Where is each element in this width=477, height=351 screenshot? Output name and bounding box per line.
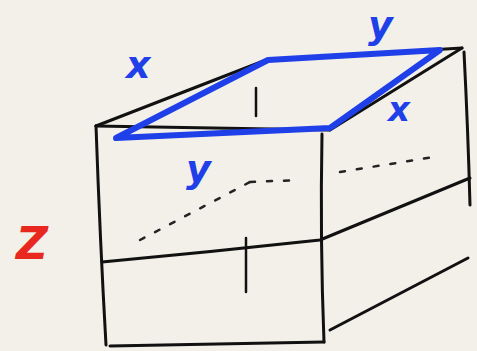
dimension-label: y — [368, 6, 393, 44]
dimension-label: x — [388, 92, 410, 126]
bottom-front-edge — [110, 342, 324, 346]
box-outline — [96, 48, 470, 346]
top-right-edge — [330, 48, 462, 130]
top-face-outline — [116, 50, 440, 138]
hidden-lines — [140, 156, 440, 240]
hidden-line — [250, 180, 300, 182]
height-tick — [245, 238, 248, 292]
height-label: Z — [16, 222, 48, 266]
left-edge — [96, 126, 106, 345]
bottom-right-edge — [330, 258, 468, 330]
level-line — [102, 178, 470, 262]
back-right-edge — [464, 52, 470, 205]
height-tick — [255, 88, 258, 116]
hidden-line — [340, 156, 440, 172]
dimension-label: x — [126, 46, 151, 84]
hidden-line — [140, 182, 250, 240]
dimension-label: y — [186, 150, 211, 188]
